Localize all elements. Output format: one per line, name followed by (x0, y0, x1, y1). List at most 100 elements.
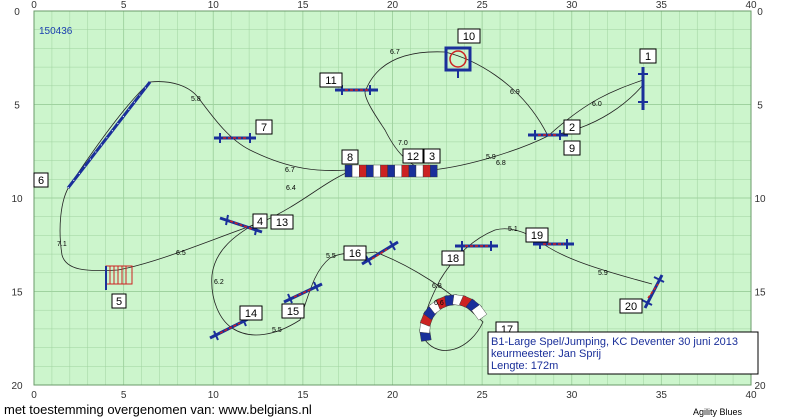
obstacle-17: 17 (419, 294, 519, 342)
x-tick-label: 25 (477, 390, 489, 401)
obstacle-16-label: 16 (349, 248, 361, 260)
distance-label: 6.9 (510, 89, 520, 96)
distance-label: 5.8 (191, 96, 201, 103)
tunnel-segment (387, 164, 395, 178)
course-id: 150436 (39, 26, 73, 37)
obstacle-18: 18 (441, 241, 498, 266)
tunnel-segment (366, 164, 374, 178)
distance-label: 7.1 (57, 241, 67, 248)
distance-label: 6.0 (592, 101, 602, 108)
x-tick-label: 0 (31, 390, 37, 401)
obstacle-6: 6 (33, 81, 152, 189)
y-tick-label: 0 (757, 7, 763, 18)
obstacle-8-label: 8 (347, 152, 353, 164)
course-path (364, 51, 644, 171)
distance-label: 7.0 (398, 140, 408, 147)
distance-label: 5.5 (326, 253, 336, 260)
obstacle-20: 20 (619, 274, 665, 314)
tunnel-segment (422, 164, 431, 178)
obstacle-11-label: 11 (325, 75, 336, 87)
obstacles: 1 2 9 8 12 3 (33, 28, 665, 342)
obstacle-7-label: 7 (261, 122, 267, 134)
obstacle-19: 19 (525, 227, 574, 249)
obstacle-5-label: 5 (116, 296, 122, 308)
obstacle-4: 4 13 (219, 213, 294, 236)
obstacle-1: 1 (638, 48, 657, 110)
distance-label: 6.4 (286, 185, 296, 192)
field-border (33, 10, 752, 386)
tunnel-segment (373, 164, 381, 178)
tunnel-segment (394, 164, 403, 178)
y-tick-label: 15 (754, 288, 766, 299)
x-tick-label: 30 (566, 390, 578, 401)
x-tick-label: 40 (745, 0, 757, 11)
x-tick-label: 10 (208, 0, 220, 11)
x-tick-label: 35 (656, 390, 668, 401)
tunnel-segment (351, 164, 360, 178)
distance-label: 5.1 (508, 226, 518, 233)
distance-label: 6.7 (390, 49, 400, 56)
tunnel-segment (380, 164, 388, 178)
course-info-box: B1-Large Spel/Jumping, KC Deventer 30 ju… (487, 331, 759, 375)
y-tick-label: 15 (11, 288, 23, 299)
distance-label: 6.8 (432, 283, 442, 290)
obstacle-5: 5 (105, 265, 133, 309)
credit-text: met toestemming overgenomen van: www.bel… (4, 402, 312, 417)
x-tick-label: 35 (656, 0, 668, 11)
obstacle-20-label: 20 (625, 301, 637, 313)
obstacle-10: 10 (444, 28, 481, 78)
y-tick-label: 5 (757, 101, 763, 112)
obstacle-9-label: 9 (569, 143, 575, 155)
tunnel-segment (408, 164, 417, 178)
distance-label: 5.9 (486, 154, 496, 161)
x-tick-label: 5 (121, 390, 127, 401)
course-length: Lengte: 172m (491, 360, 558, 372)
obstacle-2: 2 (528, 119, 581, 140)
tunnel-segment (415, 164, 424, 178)
x-tick-label: 30 (566, 0, 578, 11)
obstacle-1-label: 1 (645, 51, 651, 63)
obstacle-18-label: 18 (447, 253, 459, 265)
obstacle-10-label: 10 (463, 31, 475, 43)
course-title: B1-Large Spel/Jumping, KC Deventer 30 ju… (491, 336, 738, 348)
tunnel-segment (344, 164, 353, 178)
obstacle-13-label: 13 (276, 217, 288, 229)
obstacle-tunnel-8-12-3: 8 12 3 (341, 148, 441, 178)
tunnel-segment (401, 164, 410, 178)
obstacle-7: 7 (214, 119, 273, 143)
obstacle-2-label: 2 (569, 122, 575, 134)
obstacle-15-label: 15 (287, 306, 299, 318)
obstacle-16: 16 (343, 240, 399, 266)
x-tick-label: 5 (121, 0, 127, 11)
distance-labels: 6.0 6.9 6.7 7.0 6.8 5.9 6.7 5.8 7.1 6.5 … (57, 49, 608, 334)
obstacle-4-label: 4 (257, 216, 263, 228)
distance-label: 6.6 (434, 300, 444, 307)
judge: keurmeester: Jan Sprij (491, 348, 601, 360)
obstacle-6-label: 6 (38, 175, 44, 187)
distance-label: 6.7 (285, 167, 295, 174)
x-tick-label: 25 (477, 0, 489, 11)
distance-label: 6.8 (496, 160, 506, 167)
obstacle-19-label: 19 (531, 230, 543, 242)
x-tick-label: 0 (31, 0, 37, 11)
distance-label: 6.2 (214, 279, 224, 286)
obstacle-12-label: 12 (407, 151, 419, 163)
obstacle-11: 11 (319, 72, 378, 95)
x-tick-label: 10 (208, 390, 220, 401)
y-tick-label: 10 (11, 194, 23, 205)
tunnel-segment (359, 164, 367, 178)
x-tick-label: 20 (387, 0, 399, 11)
y-tick-label: 20 (754, 381, 766, 392)
y-tick-label: 5 (14, 101, 20, 112)
distance-label: 5.9 (598, 270, 608, 277)
obstacle-15: 15 (281, 281, 323, 319)
x-tick-label: 40 (745, 390, 757, 401)
grid (33, 10, 752, 386)
obstacle-3-label: 3 (429, 151, 435, 163)
y-tick-label: 20 (11, 381, 23, 392)
tunnel-segment (430, 164, 438, 178)
y-tick-label: 0 (14, 7, 20, 18)
distance-label: 6.5 (176, 250, 186, 257)
